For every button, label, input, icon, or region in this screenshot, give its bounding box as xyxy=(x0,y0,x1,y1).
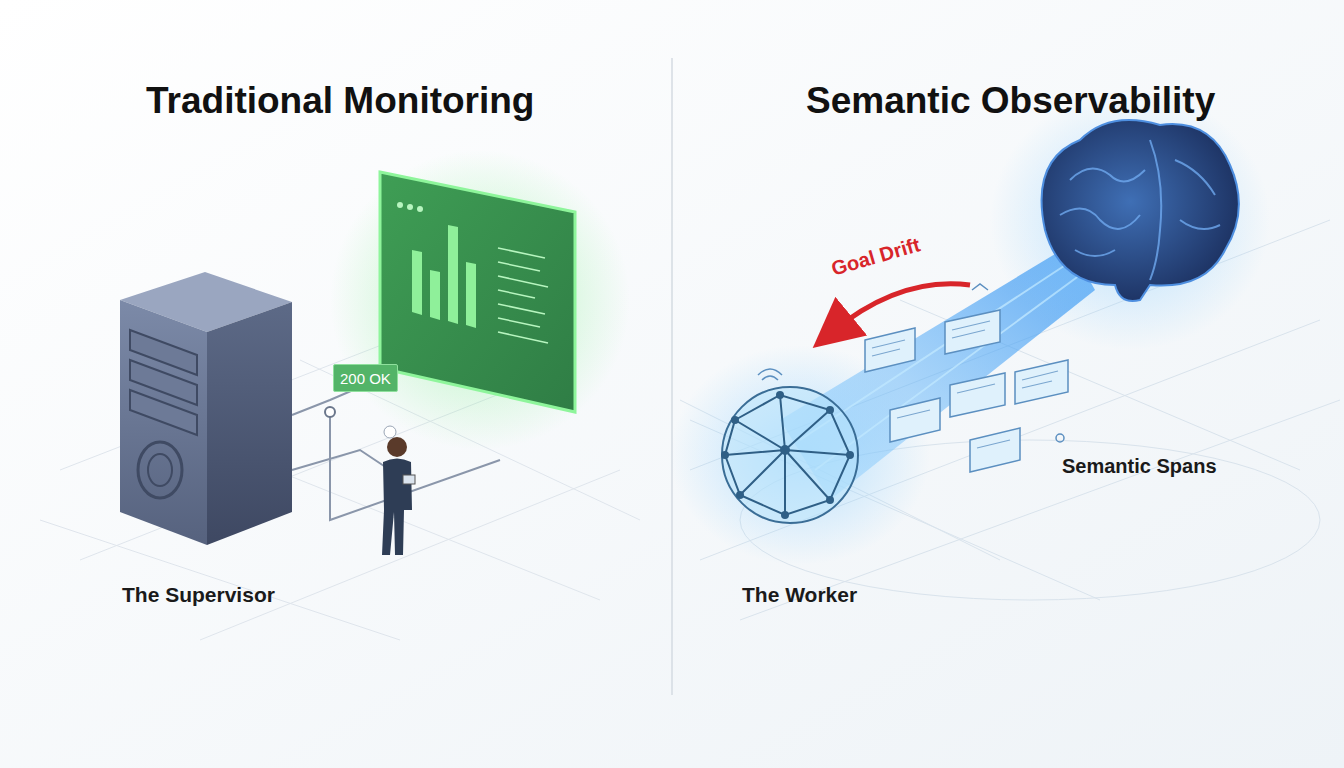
span-label: Semantic Spans xyxy=(1062,455,1217,478)
panel-heading: Traditional Monitoring xyxy=(146,80,534,122)
tag-text: 200 OK xyxy=(340,370,391,387)
panel-heading: Semantic Observability xyxy=(806,80,1215,122)
role-label: The Supervisor xyxy=(122,583,275,607)
role-label: The Worker xyxy=(742,583,857,607)
status-tag: 200 OK xyxy=(333,364,398,392)
